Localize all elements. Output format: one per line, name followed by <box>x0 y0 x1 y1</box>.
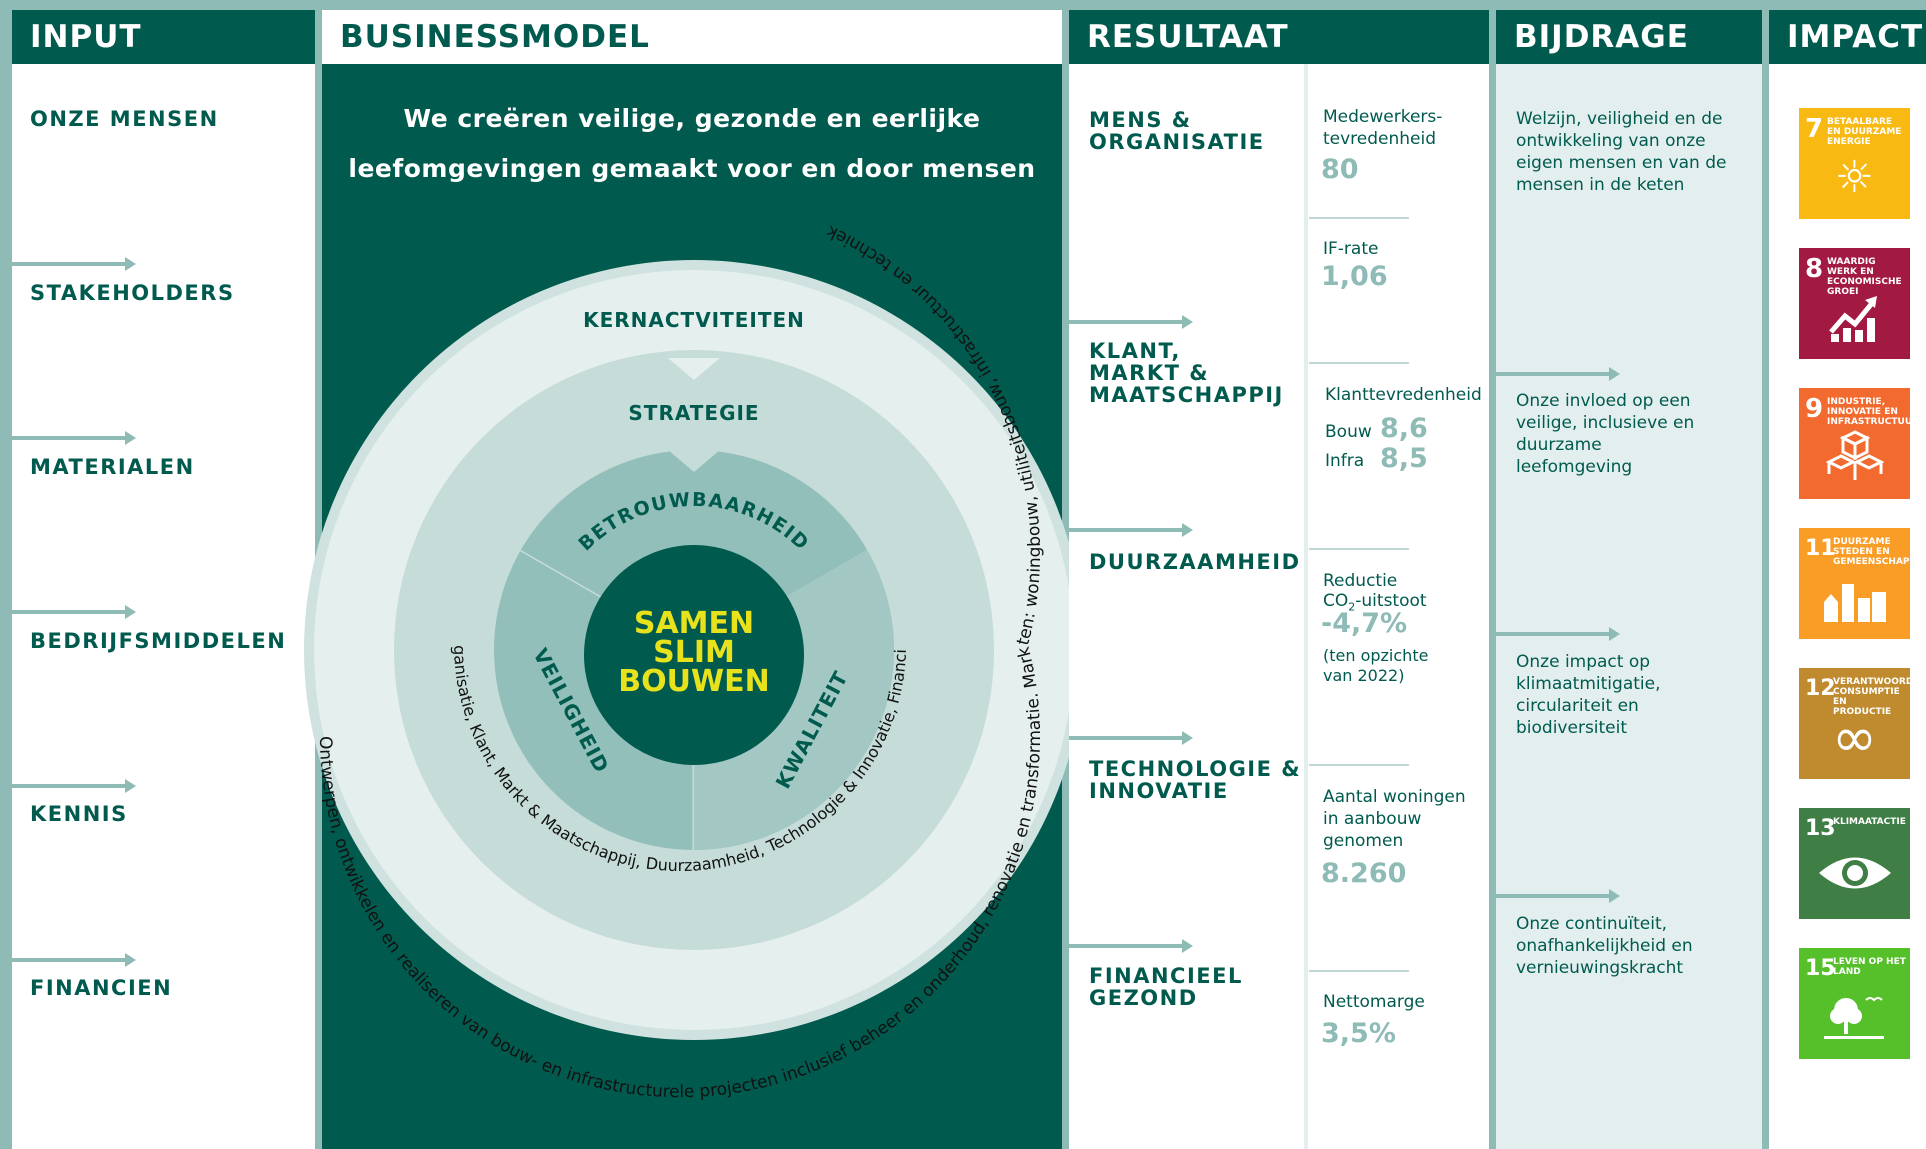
input-item-financien: FINANCIEN <box>30 976 173 1000</box>
eye-globe-icon <box>1799 848 1910 914</box>
kpi-medewerkers-value: 80 <box>1321 154 1359 185</box>
input-header: INPUT <box>12 10 315 64</box>
kpi-bouw-value: 8,6 <box>1380 413 1428 444</box>
tagline-line-1: We creëren veilige, gezonde en eerlijke <box>403 104 981 133</box>
theme-financieel-gezond: FINANCIEEL GEZOND <box>1089 964 1243 1010</box>
bijdrage-item-welzijn: Welzijn, veiligheid en de ontwikkeling v… <box>1516 109 1727 195</box>
resultaat-arrow <box>1069 315 1193 329</box>
infinity-icon: ∞ <box>1832 706 1877 769</box>
input-arrow <box>12 257 136 271</box>
resultaat-arrow <box>1069 939 1193 953</box>
kpi-infra-label: Infra <box>1325 451 1365 471</box>
theme-duurzaamheid: DUURZAAMHEID <box>1089 550 1301 574</box>
resultaat-divider <box>1304 64 1308 1149</box>
kpi-netto-label: Nettomarge <box>1323 992 1425 1012</box>
input-item-materialen: MATERIALEN <box>30 455 195 479</box>
businessmodel-column: BUSINESSMODEL We creëren veilige, gezond… <box>322 10 1062 1149</box>
sdg-number: 15 <box>1805 956 1836 981</box>
kpi-separator <box>1309 217 1409 219</box>
sdg-number: 9 <box>1805 394 1824 424</box>
kpi-separator <box>1309 362 1409 364</box>
kpi-ifrate-value: 1,06 <box>1321 261 1388 292</box>
resultaat-header: RESULTAAT <box>1069 10 1489 64</box>
sdg-number: 7 <box>1805 114 1824 144</box>
kpi-medewerkers-label: Medewerkers- tevredenheid <box>1323 107 1443 149</box>
resultaat-arrow <box>1069 731 1193 745</box>
input-column: INPUT ONZE MENSEN STAKEHOLDERS MATERIALE… <box>12 10 315 1149</box>
input-item-kennis: KENNIS <box>30 802 128 826</box>
sdg-15-tile: 15 LEVEN OP HET LAND <box>1799 948 1910 1059</box>
kpi-woningen-value: 8.260 <box>1321 858 1407 889</box>
growth-chart-icon <box>1799 288 1910 360</box>
bijdrage-header: BIJDRAGE <box>1496 10 1762 64</box>
sdg-label: BETAALBARE EN DUURZAME ENERGIE <box>1827 117 1902 147</box>
bijdrage-arrow <box>1496 367 1620 381</box>
sdg-number: 11 <box>1805 536 1836 561</box>
bijdrage-arrow <box>1496 627 1620 641</box>
sun-icon: ☼ <box>1834 152 1875 203</box>
sdg-label: LEVEN OP HET LAND <box>1833 957 1906 977</box>
theme-klant-markt-maatschappij: KLANT, MARKT & MAATSCHAPPIJ <box>1089 339 1284 407</box>
sdg-9-tile: 9 INDUSTRIE, INNOVATIE EN INFRASTRUCTUUR <box>1799 388 1920 500</box>
bijdrage-column: BIJDRAGE Welzijn, veiligheid en de ontwi… <box>1496 10 1762 1149</box>
bijdrage-body: Welzijn, veiligheid en de ontwikkeling v… <box>1496 64 1762 1149</box>
bijdrage-item-leefomgeving: Onze invloed op een veilige, inclusieve … <box>1516 391 1695 477</box>
tagline-line-2: leefomgevingen gemaakt voor en door mens… <box>348 154 1036 183</box>
kpi-infra-value: 8,5 <box>1380 443 1428 474</box>
bijdrage-item-continuiteit: Onze continuïteit, onafhankelijkheid en … <box>1516 914 1693 978</box>
kpi-netto-value: 3,5% <box>1321 1018 1396 1049</box>
resultaat-body: MENS & ORGANISATIE KLANT, MARKT & MAATSC… <box>1069 64 1489 1149</box>
input-arrow <box>12 431 136 445</box>
sdg-number: 8 <box>1805 254 1824 284</box>
city-icon <box>1799 568 1910 640</box>
input-item-onze-mensen: ONZE MENSEN <box>30 107 219 131</box>
impact-header: IMPACT <box>1769 10 1926 64</box>
kpi-ifrate-label: IF-rate <box>1323 239 1379 259</box>
impact-column: IMPACT 7 BETAALBARE EN DUURZAME ENERGIE … <box>1769 10 1926 1149</box>
theme-technologie-innovatie: TECHNOLOGIE & INNOVATIE <box>1089 757 1302 803</box>
input-arrow <box>12 953 136 967</box>
kpi-separator <box>1309 970 1409 972</box>
tree-icon <box>1799 988 1910 1060</box>
sdg-8-tile: 8 WAARDIG WERK EN ECONOMISCHE GROEI <box>1799 248 1910 359</box>
input-item-stakeholders: STAKEHOLDERS <box>30 281 235 305</box>
sdg-label: KLIMAATACTIE <box>1833 817 1906 827</box>
kpi-separator <box>1309 764 1409 766</box>
sdg-label: DUURZAME STEDEN EN GEMEENSCHAPPEN <box>1833 537 1926 567</box>
resultaat-arrow <box>1069 523 1193 537</box>
businessmodel-header: BUSINESSMODEL <box>322 10 1062 64</box>
input-body: ONZE MENSEN STAKEHOLDERS MATERIALEN BEDR… <box>12 64 315 1149</box>
kpi-klant-label: Klanttevredenheid <box>1325 385 1482 405</box>
businessmodel-body: We creëren veilige, gezonde en eerlijke … <box>322 64 1062 1149</box>
cubes-icon <box>1799 428 1910 500</box>
sdg-11-tile: 11 DUURZAME STEDEN EN GEMEENSCHAPPEN <box>1799 528 1926 640</box>
kpi-co2-note: (ten opzichte van 2022) <box>1323 646 1429 685</box>
bijdrage-item-klimaat: Onze impact op klimaatmitigatie, circula… <box>1516 652 1661 738</box>
kpi-bouw-label: Bouw <box>1325 422 1372 442</box>
sdg-label: WAARDIG WERK EN ECONOMISCHE GROEI <box>1827 257 1902 297</box>
impact-body: 7 BETAALBARE EN DUURZAME ENERGIE ☼ 8 WAA… <box>1769 64 1926 1149</box>
sdg-number: 12 <box>1805 676 1836 701</box>
sdg-number: 13 <box>1805 816 1836 841</box>
kpi-co2-value: -4,7% <box>1321 608 1408 639</box>
sdg-label: INDUSTRIE, INNOVATIE EN INFRASTRUCTUUR <box>1827 397 1920 427</box>
sdg-label: VERANTWOORDE CONSUMPTIE EN PRODUCTIE <box>1833 677 1920 717</box>
sdg-12-tile: 12 VERANTWOORDE CONSUMPTIE EN PRODUCTIE … <box>1799 668 1920 779</box>
sdg-13-tile: 13 KLIMAATACTIE <box>1799 808 1910 919</box>
kpi-separator <box>1309 548 1409 550</box>
resultaat-column: RESULTAAT MENS & ORGANISATIE KLANT, MARK… <box>1069 10 1489 1149</box>
kpi-reductie-label: Reductie <box>1323 571 1398 591</box>
kpi-woningen-label: Aantal woningen in aanbouw genomen <box>1323 787 1466 851</box>
input-item-bedrijfsmiddelen: BEDRIJFSMIDDELEN <box>30 629 287 653</box>
bijdrage-arrow <box>1496 889 1620 903</box>
sdg-7-tile: 7 BETAALBARE EN DUURZAME ENERGIE ☼ <box>1799 108 1910 219</box>
input-arrow <box>12 779 136 793</box>
theme-mens-organisatie: MENS & ORGANISATIE <box>1089 108 1265 154</box>
kpi-co2-label: CO2-uitstoot <box>1323 591 1427 614</box>
input-arrow <box>12 605 136 619</box>
